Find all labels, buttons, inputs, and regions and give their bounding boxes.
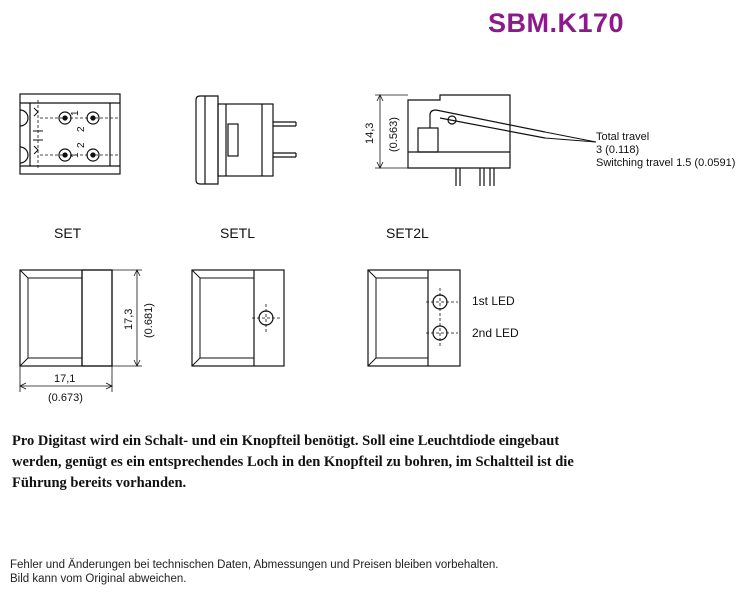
set2l-top-view [367, 269, 461, 367]
note-line: werden, genügt es ein entsprechendes Loc… [12, 454, 574, 470]
assembly-note: Pro Digitast wird ein Schalt- und ein Kn… [12, 431, 702, 494]
mounting-cutout-bottom [19, 146, 29, 164]
pin-label: 2 [76, 126, 87, 132]
pin-label: 1 [70, 152, 81, 158]
width-dimension-in: (0.673) [48, 392, 83, 404]
travel-label-3: Switching travel 1.5 (0.0591) [596, 157, 735, 169]
footer-line: Fehler und Änderungen bei technischen Da… [10, 559, 499, 571]
led-label-1: 1st LED [472, 294, 515, 308]
led-hole-1 [432, 294, 448, 310]
width-dimension-mm: 17,1 [54, 373, 75, 385]
travel-label-1: Total travel [596, 131, 649, 143]
led-hole [258, 310, 274, 326]
set-top-outline [19, 269, 113, 367]
setl-top-view [191, 269, 285, 367]
note-line: Führung bereits vorhanden. [12, 475, 187, 491]
actuator-lever [429, 109, 546, 133]
pin-label: 1 [70, 110, 81, 116]
set-housing-outline [19, 93, 121, 175]
pin-label: 2 [76, 142, 87, 148]
view-label-set2l: SET2L [386, 225, 429, 241]
mounting-cutout-top [19, 109, 29, 127]
view-label-setl: SETL [220, 225, 255, 241]
setl-top-outline [191, 269, 285, 367]
set2l-top-outline [367, 269, 461, 367]
set2l-side-view [375, 94, 597, 186]
footer-line: Bild kann vom Original abweichen. [10, 573, 187, 585]
disclaimer-footer: Fehler und Änderungen bei technischen Da… [10, 558, 498, 586]
led-label-2: 2nd LED [472, 326, 519, 340]
height-dimension-mm: 14,3 [364, 123, 376, 144]
set-bottom-view [19, 93, 121, 175]
travel-label-2: 3 (0.118) [596, 144, 639, 156]
set-top-view [19, 269, 142, 392]
setl-side-view [195, 95, 297, 185]
view-label-set: SET [54, 225, 82, 241]
set2l-body-outline [407, 94, 511, 169]
page-title: SBM.K170 [488, 8, 625, 38]
technical-drawing: 1 2 1 2 SET SETL SET2L 14,3 (0.563) 17,3… [19, 93, 735, 404]
depth-dimension-mm: 17,3 [123, 309, 135, 330]
height-dimension-in: (0.563) [388, 117, 400, 152]
setl-cap-profile [195, 95, 219, 185]
note-line: Pro Digitast wird ein Schalt- und ein Kn… [12, 433, 560, 449]
depth-dimension-in: (0.681) [143, 303, 155, 338]
